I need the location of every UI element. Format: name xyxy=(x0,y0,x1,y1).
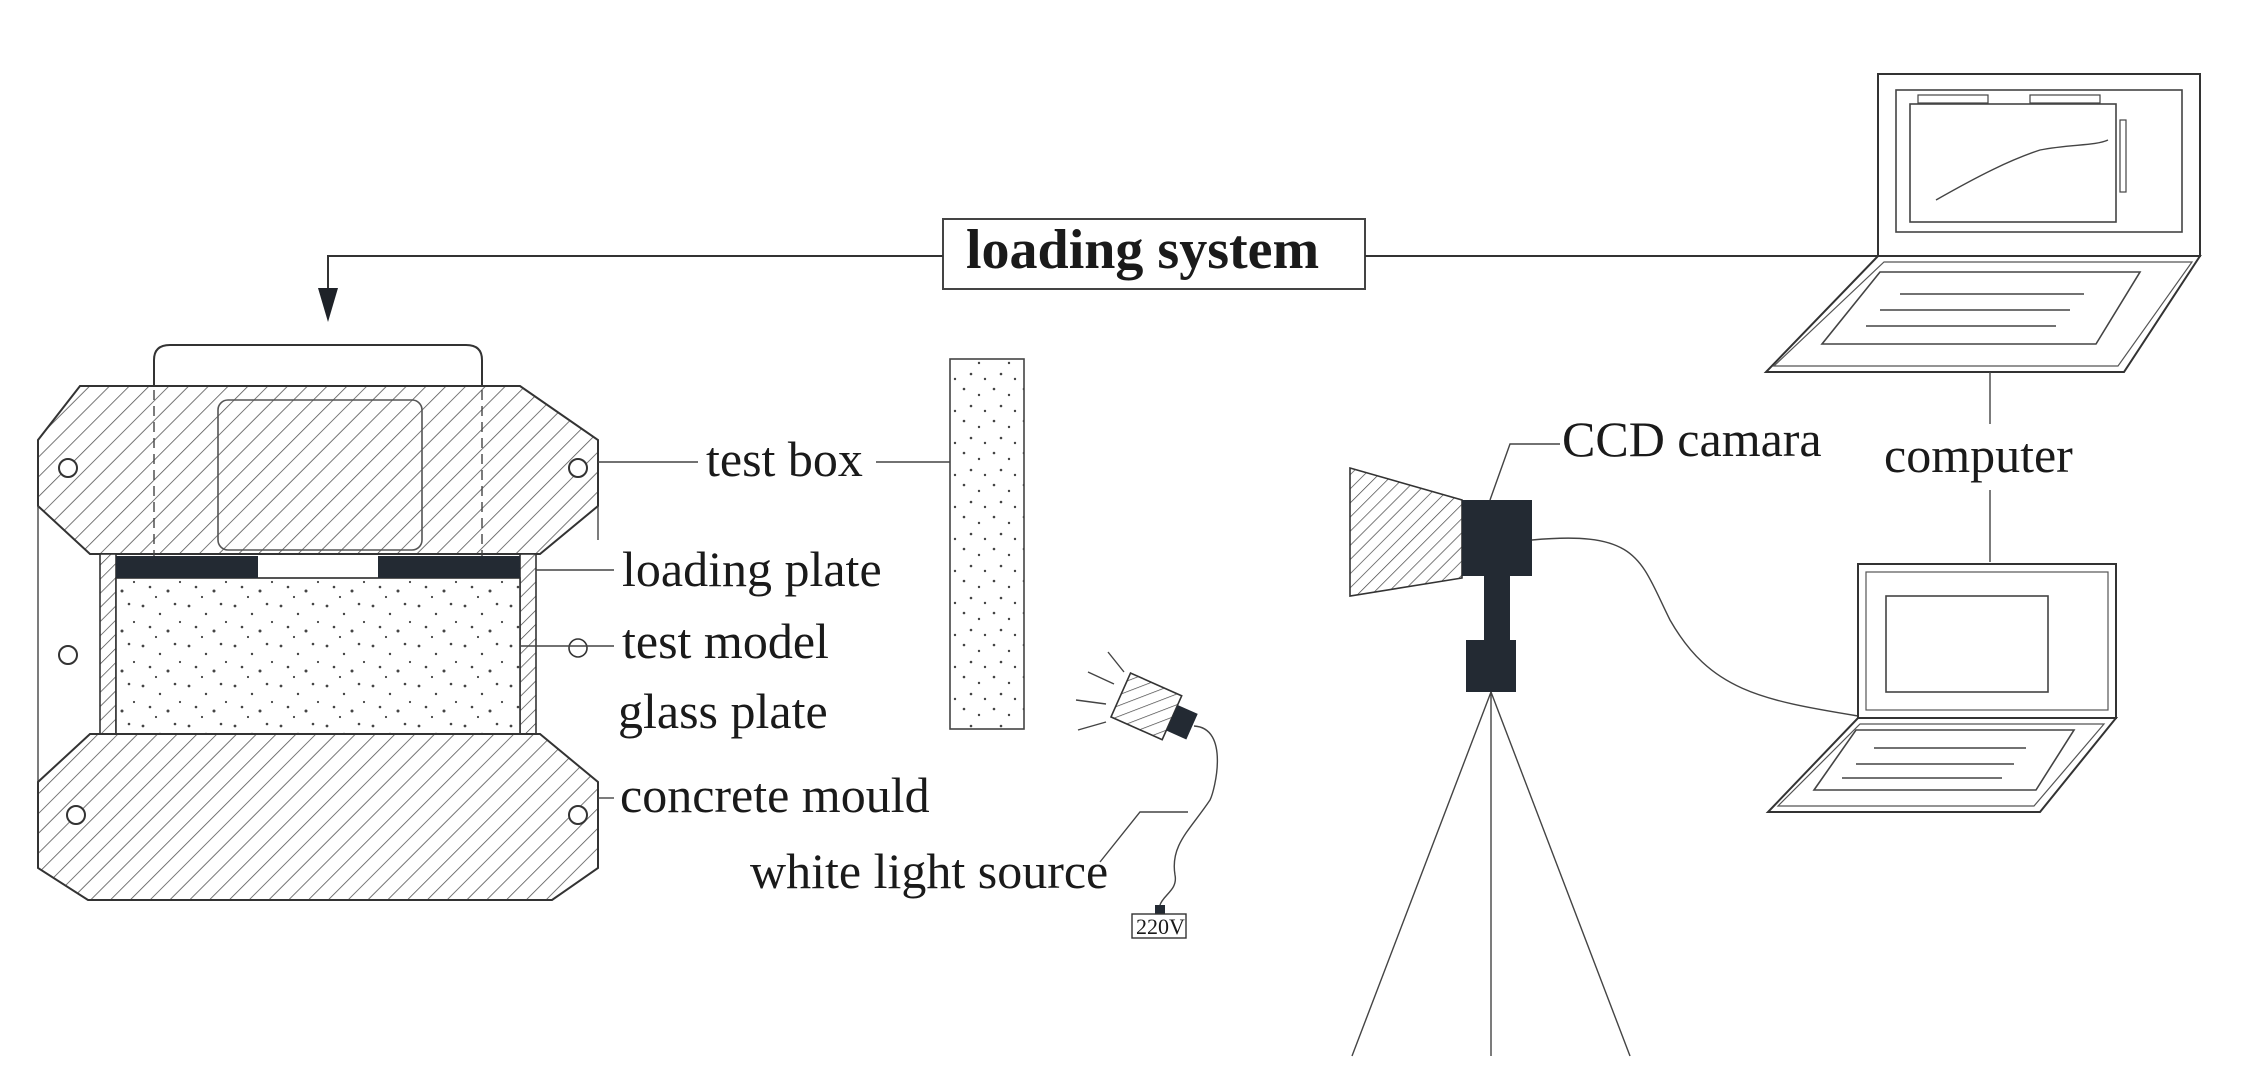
bolt-hole-top-right xyxy=(568,458,588,478)
test-box-labels: test box loading plate test model glass … xyxy=(520,431,950,823)
test-model-label: test model xyxy=(622,613,829,669)
loading-plate-right xyxy=(378,556,520,578)
computer-upper xyxy=(1763,73,2202,373)
voltage-label: 220V xyxy=(1136,914,1185,939)
white-light-source-group: white light source 220V xyxy=(750,651,1218,939)
concrete-mould-label: concrete mould xyxy=(620,767,930,823)
white-light-source-label: white light source xyxy=(750,843,1108,899)
loading-arrow-line xyxy=(327,255,943,290)
light-source-body xyxy=(1166,704,1198,740)
test-box-label: test box xyxy=(706,431,863,487)
power-plug xyxy=(1155,905,1165,915)
bolt-hole-bottom-left xyxy=(66,805,86,825)
camera-cable xyxy=(1531,537,1859,717)
curve-plot-icon xyxy=(1935,139,2109,201)
loading-system-group: loading system xyxy=(318,218,1884,322)
laptop-keyboard xyxy=(1765,717,2119,813)
bottom-mould xyxy=(37,733,599,901)
top-mould-inset xyxy=(217,399,423,551)
computer-label: computer xyxy=(1884,427,2073,483)
tripod-head xyxy=(1466,640,1516,692)
monitor-outer xyxy=(1877,73,2201,257)
monitor-screen xyxy=(1909,103,2117,223)
camera-mount xyxy=(1484,576,1510,640)
keyboard-upper xyxy=(1763,255,2202,373)
loading-frame xyxy=(153,344,483,390)
bolt-hole-bottom-right xyxy=(568,805,588,825)
ccd-camera-label: CCD camara xyxy=(1562,411,1822,467)
camera-body xyxy=(1462,500,1532,576)
camera-lens xyxy=(1349,466,1463,597)
loading-arrow-head xyxy=(318,288,338,322)
glass-wall-left xyxy=(99,553,117,735)
loading-system-box xyxy=(942,218,1366,290)
loading-plate-label: loading plate xyxy=(622,541,882,597)
voltage-box xyxy=(1131,913,1187,939)
loading-plate-left xyxy=(116,556,258,578)
computer-lower xyxy=(1765,563,2119,813)
glass-wall-right xyxy=(519,553,537,735)
top-mould xyxy=(37,385,599,555)
laptop-lid xyxy=(1857,563,2117,719)
light-cable xyxy=(1159,725,1218,906)
bolt-hole-top-left xyxy=(58,458,78,478)
glass-plate-label: glass plate xyxy=(618,683,828,739)
laptop-screen xyxy=(1885,595,2049,693)
ccd-camera-group: CCD camara xyxy=(1349,411,1859,1057)
loading-system-label: loading system xyxy=(966,219,1319,281)
glass-plate-side-view xyxy=(949,358,1025,730)
test-model xyxy=(115,577,521,735)
test-box-assembly xyxy=(37,344,599,901)
